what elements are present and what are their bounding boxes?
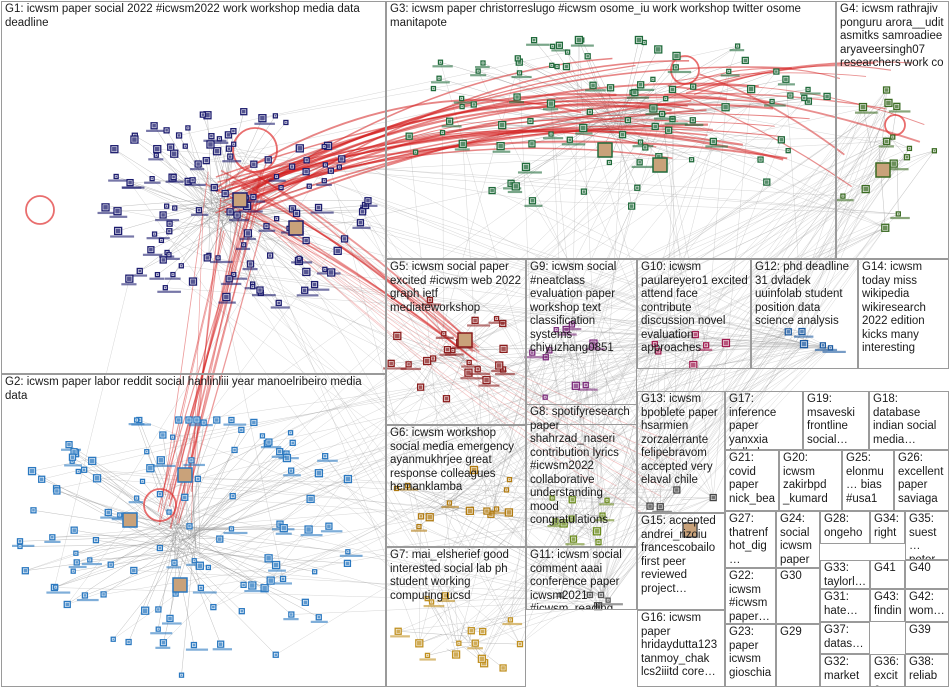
group-g10: G10: icwsm paulareyero1 excited attend f… bbox=[637, 259, 751, 369]
group-label-g28: G28: ongeho… bbox=[824, 513, 867, 544]
group-label-g24: G24: social icwsm paper… bbox=[780, 513, 817, 568]
group-label-g35: G35: suest… peter bbox=[909, 513, 946, 560]
group-label-g6: G6: icwsm workshop social media emergenc… bbox=[390, 427, 523, 495]
group-g11: G11: icwsm social comment aaai conferenc… bbox=[526, 547, 637, 610]
group-g25: G25: elonmu… bias #usa1 bbox=[842, 450, 894, 511]
group-g23: G23: paper icwsm gioschia… bbox=[725, 624, 776, 687]
group-label-g37: G37: datas… bbox=[824, 624, 867, 651]
group-label-g27: G27: thatrenf hot_dig… dddfoot… bbox=[729, 513, 773, 568]
group-g30: G30 bbox=[776, 568, 820, 624]
group-g16: G16: icwsm paper hridaydutta123 tanmoy_c… bbox=[637, 610, 725, 687]
group-label-g7: G7: mai_elsherief good interested social… bbox=[390, 549, 523, 603]
group-label-g23: G23: paper icwsm gioschia… bbox=[729, 626, 773, 687]
group-label-g20: G20: icwsm zakirbpd _kumard… bbox=[783, 452, 839, 511]
group-g31: G31: hate… bbox=[820, 589, 870, 622]
group-label-g29: G29 bbox=[780, 626, 817, 640]
group-label-g31: G31: hate… bbox=[824, 591, 867, 618]
group-g28: G28: ongeho… bbox=[820, 511, 870, 544]
group-g22: G22: icwsm #icwsm paper… bbox=[725, 568, 776, 624]
group-g29: G29 bbox=[776, 624, 820, 687]
group-g20: G20: icwsm zakirbpd _kumard… bbox=[779, 450, 842, 511]
group-g37: G37: datas… bbox=[820, 622, 870, 654]
group-label-g26: G26: excellent paper saviaga… bbox=[898, 452, 946, 511]
group-label-g21: G21: covid paper nick_bea… predict… bbox=[729, 452, 776, 511]
group-label-g25: G25: elonmu… bias #usa1 bbox=[846, 452, 891, 506]
group-label-g8: G8: spotifyresearch paper shahrzad_naser… bbox=[530, 406, 634, 528]
group-g8: G8: spotifyresearch paper shahrzad_naser… bbox=[526, 404, 637, 547]
group-g15: G15: accepted andrei_rizoiu francescobai… bbox=[637, 513, 725, 610]
group-label-g3: G3: icwsm paper christorreslugo #icwsm o… bbox=[390, 3, 833, 30]
group-g19: G19: msaveski frontline social… bbox=[803, 391, 869, 450]
group-g21: G21: covid paper nick_bea… predict… bbox=[725, 450, 779, 511]
group-label-g19: G19: msaveski frontline social… bbox=[807, 393, 866, 447]
group-label-g5: G5: icwsm social paper excited #icwsm we… bbox=[390, 261, 523, 315]
group-label-g38: G38: reliab… bbox=[909, 656, 946, 687]
group-g5: G5: icwsm social paper excited #icwsm we… bbox=[386, 259, 526, 425]
group-g12: G12: phd deadline 31 dvladek uuinfolab s… bbox=[751, 259, 858, 369]
group-g38: G38: reliab… bbox=[905, 654, 949, 687]
group-label-g12: G12: phd deadline 31 dvladek uuinfolab s… bbox=[755, 261, 855, 329]
group-label-g14: G14: icwsm today miss wikipedia wikirese… bbox=[862, 261, 946, 356]
group-label-g16: G16: icwsm paper hridaydutta123 tanmoy_c… bbox=[641, 612, 722, 680]
group-label-g33: G33: taylorl… bbox=[824, 562, 867, 589]
group-label-g15: G15: accepted andrei_rizoiu francescobai… bbox=[641, 515, 722, 596]
group-g39: G39 bbox=[905, 622, 949, 654]
group-label-g1: G1: icwsm paper social 2022 #icwsm2022 w… bbox=[5, 3, 383, 30]
group-g27: G27: thatrenf hot_dig… dddfoot… bbox=[725, 511, 776, 568]
group-g34: G34: right bbox=[870, 511, 905, 544]
group-g42: G42: wom… bbox=[905, 589, 949, 622]
group-label-g36: G36: excite… bbox=[874, 656, 902, 687]
group-g43: G43: findin… bbox=[870, 589, 905, 622]
group-label-g22: G22: icwsm #icwsm paper… bbox=[729, 570, 773, 624]
group-g41: G41 bbox=[870, 560, 905, 589]
group-g7: G7: mai_elsherief good interested social… bbox=[386, 547, 526, 687]
group-g26: G26: excellent paper saviaga… bbox=[894, 450, 949, 511]
group-g6: G6: icwsm workshop social media emergenc… bbox=[386, 425, 526, 547]
group-g13: G13: icwsm bpoblete paper hsarmien zorza… bbox=[637, 391, 725, 513]
group-label-g41: G41 bbox=[874, 562, 902, 576]
group-g3: G3: icwsm paper christorreslugo #icwsm o… bbox=[386, 1, 836, 259]
group-g14: G14: icwsm today miss wikipedia wikirese… bbox=[858, 259, 949, 369]
group-label-g32: G32: market… bbox=[824, 656, 867, 687]
group-label-g40: G40 bbox=[909, 562, 946, 576]
group-g40: G40 bbox=[905, 560, 949, 589]
group-g17: G17: inference paper yanxxia tedhchen bo… bbox=[725, 391, 803, 450]
group-label-g4: G4: icwsm rathrajiv ponguru arora__udit … bbox=[840, 3, 946, 71]
group-label-g10: G10: icwsm paulareyero1 excited attend f… bbox=[641, 261, 748, 356]
group-label-g2: G2: icwsm paper labor reddit social hanl… bbox=[5, 376, 383, 403]
group-g35: G35: suest… peter bbox=[905, 511, 949, 560]
group-g18: G18: database indian social media… bbox=[869, 391, 949, 450]
group-label-g18: G18: database indian social media… bbox=[873, 393, 946, 447]
group-label-g39: G39 bbox=[909, 624, 946, 638]
group-g32: G32: market… bbox=[820, 654, 870, 687]
group-g36: G36: excite… bbox=[870, 654, 905, 687]
group-g1: G1: icwsm paper social 2022 #icwsm2022 w… bbox=[1, 1, 386, 374]
group-g9: G9: icwsm social #neatclass evaluation p… bbox=[526, 259, 637, 425]
group-g2: G2: icwsm paper labor reddit social hanl… bbox=[1, 374, 386, 687]
group-label-g30: G30 bbox=[780, 570, 817, 584]
group-g24: G24: social icwsm paper… bbox=[776, 511, 820, 568]
group-label-g13: G13: icwsm bpoblete paper hsarmien zorza… bbox=[641, 393, 722, 488]
group-label-g11: G11: icwsm social comment aaai conferenc… bbox=[530, 549, 634, 610]
group-label-g43: G43: findin… bbox=[874, 591, 902, 622]
group-g33: G33: taylorl… bbox=[820, 560, 870, 589]
group-label-g17: G17: inference paper yanxxia tedhchen bo… bbox=[729, 393, 800, 450]
group-label-g34: G34: right bbox=[874, 513, 902, 540]
group-g4: G4: icwsm rathrajiv ponguru arora__udit … bbox=[836, 1, 949, 259]
group-label-g42: G42: wom… bbox=[909, 591, 946, 618]
group-label-g9: G9: icwsm social #neatclass evaluation p… bbox=[530, 261, 634, 356]
